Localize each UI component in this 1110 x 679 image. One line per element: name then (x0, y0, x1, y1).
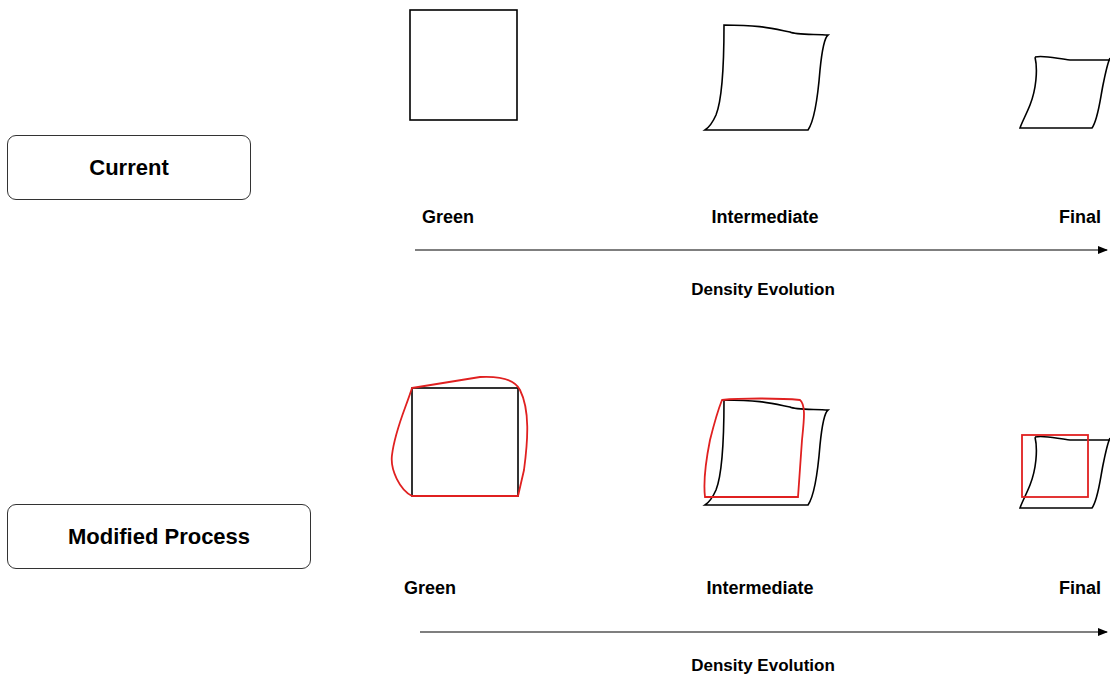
green-shape (410, 10, 517, 120)
stage-label: Intermediate (706, 577, 813, 599)
axis-label: Density Evolution (691, 657, 835, 675)
stage-label: Green (404, 577, 456, 599)
green-shape (412, 388, 518, 496)
box-label: Current (89, 155, 168, 181)
progress-arrow (415, 249, 1107, 250)
modified-outline (392, 377, 528, 496)
progress-arrow (420, 631, 1107, 632)
stage-label: Final (1059, 206, 1101, 228)
intermediate-shape (705, 400, 828, 505)
modified-outline (704, 399, 804, 498)
process-box: Current (7, 135, 251, 200)
box-label: Modified Process (68, 524, 250, 550)
final-shape (1020, 56, 1110, 128)
intermediate-shape (705, 25, 828, 130)
stage-label: Final (1059, 577, 1101, 599)
axis-label: Density Evolution (691, 280, 835, 300)
stage-label: Green (422, 206, 474, 228)
modified-outline (1022, 435, 1088, 497)
stage-label: Intermediate (711, 206, 818, 228)
process-box: Modified Process (7, 504, 311, 569)
